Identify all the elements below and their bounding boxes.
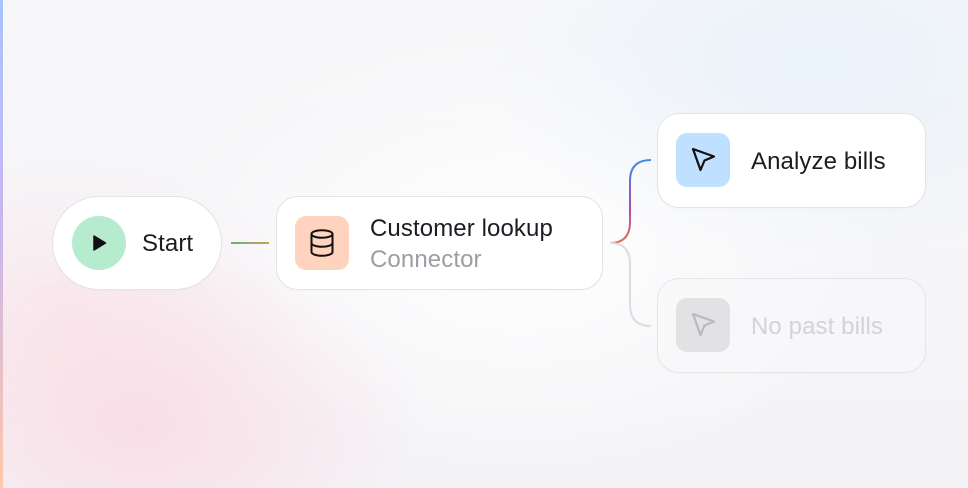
cursor-arrow-icon bbox=[691, 312, 716, 337]
node-analyze-bills[interactable]: Analyze bills bbox=[657, 113, 926, 208]
node-no-past-bills-label: No past bills bbox=[751, 313, 884, 340]
node-analyze-bills-label: Analyze bills bbox=[751, 148, 886, 175]
node-start[interactable]: Start bbox=[52, 196, 222, 290]
node-customer-lookup-title: Customer lookup bbox=[370, 215, 553, 242]
play-icon bbox=[93, 235, 107, 251]
node-customer-lookup-subtitle: Connector bbox=[370, 246, 482, 273]
canvas-left-edge bbox=[0, 0, 3, 488]
node-customer-lookup[interactable]: Customer lookup Connector bbox=[276, 196, 603, 290]
edge-lookup-to-analyze bbox=[609, 159, 652, 244]
no-past-bills-icon-badge bbox=[676, 298, 730, 352]
cursor-arrow-icon bbox=[691, 147, 716, 172]
lookup-icon-badge bbox=[295, 216, 349, 270]
database-icon bbox=[310, 229, 334, 257]
node-start-label: Start bbox=[142, 230, 194, 257]
node-no-past-bills[interactable]: No past bills bbox=[657, 278, 926, 373]
analyze-icon-badge bbox=[676, 133, 730, 187]
edge-lookup-to-no-past-bills bbox=[609, 242, 652, 327]
start-icon-badge bbox=[72, 216, 126, 270]
